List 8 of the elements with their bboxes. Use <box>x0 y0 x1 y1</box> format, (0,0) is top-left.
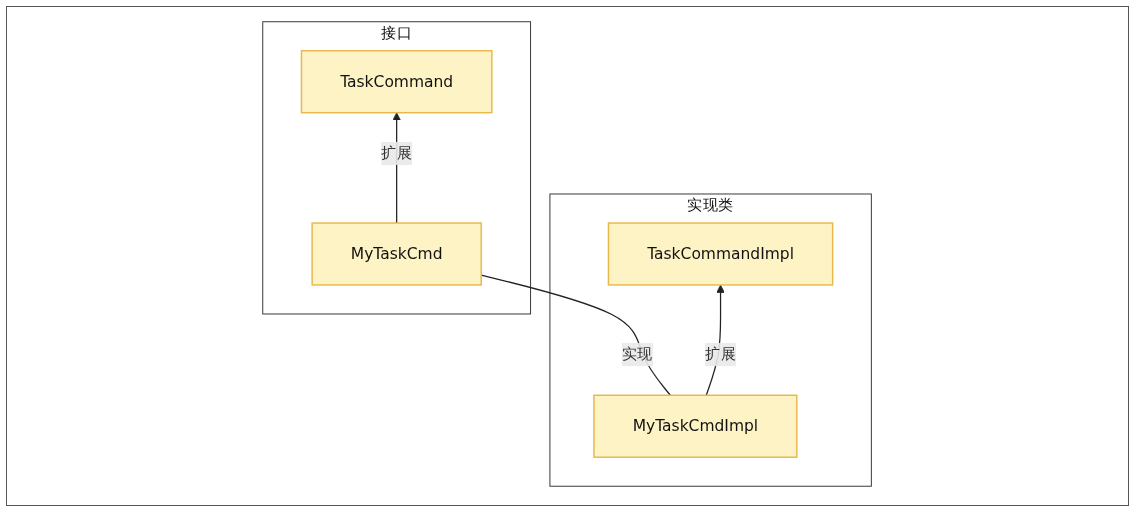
edge-label: 扩展 <box>381 143 413 163</box>
node-box: MyTaskCmdImpl <box>593 394 798 458</box>
node-box: MyTaskCmd <box>311 222 483 286</box>
node-box: TaskCommandImpl <box>608 222 834 286</box>
node-box: TaskCommand <box>301 50 494 114</box>
edge-label: 实现 <box>622 344 654 364</box>
edge-label: 扩展 <box>705 344 737 364</box>
connector <box>481 274 672 396</box>
